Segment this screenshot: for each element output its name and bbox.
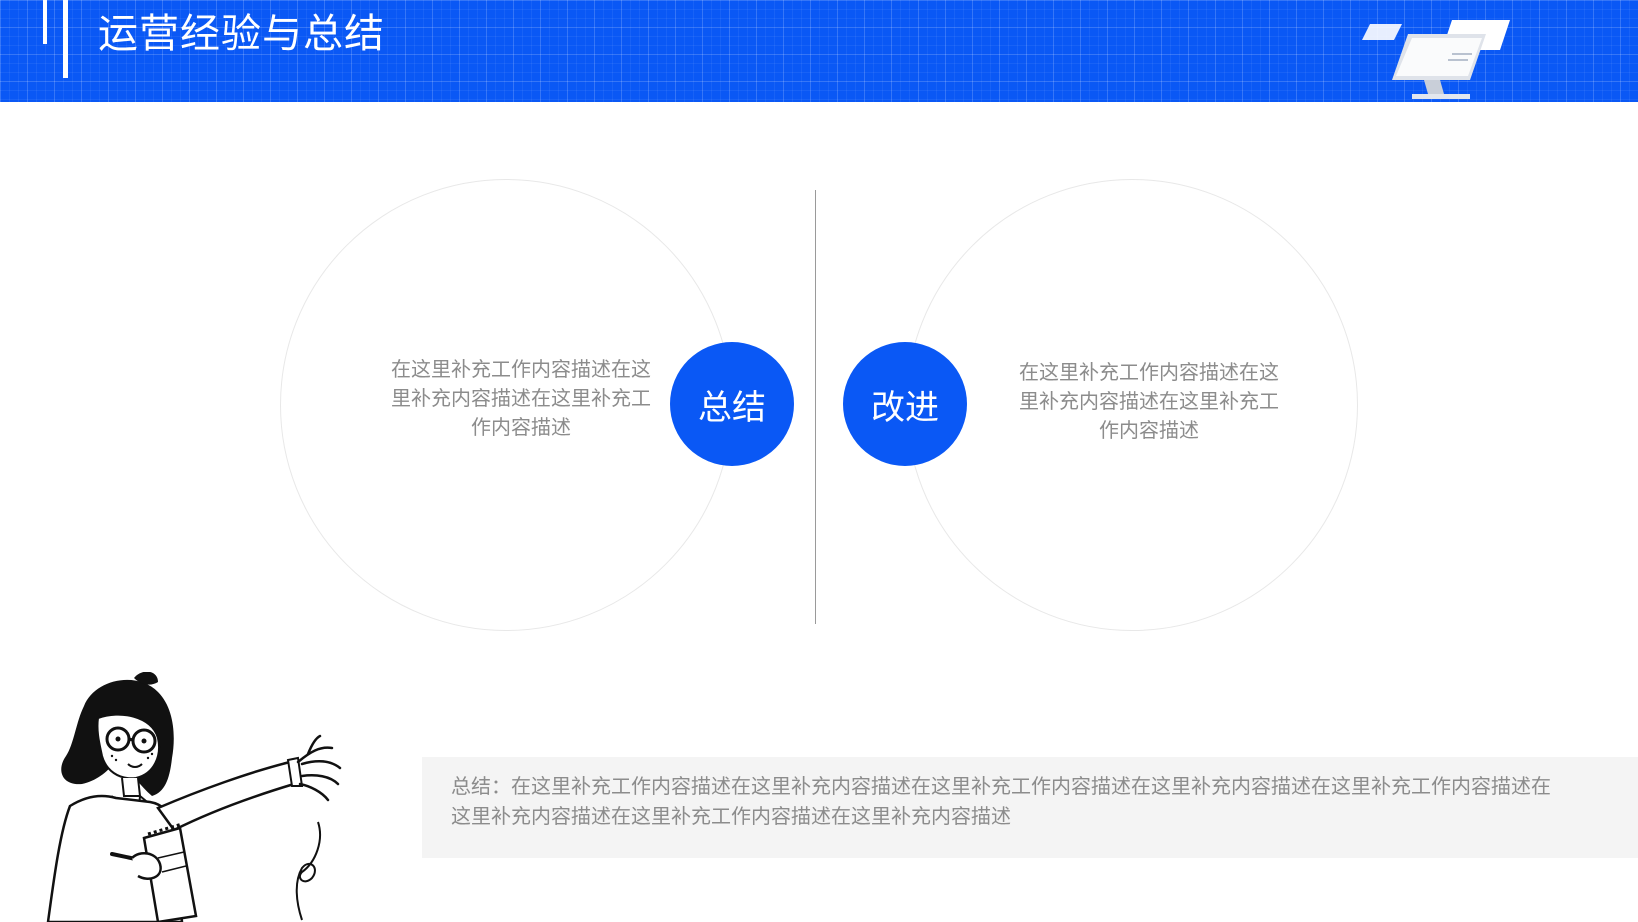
header-accent-bar — [63, 0, 68, 78]
center-divider — [815, 190, 816, 624]
header-accent-bar — [43, 0, 47, 44]
woman-pointing-illustration — [46, 672, 342, 922]
header-banner: 运营经验与总结 — [0, 0, 1638, 102]
improvement-badge: 改进 — [843, 342, 967, 466]
page-title: 运营经验与总结 — [98, 11, 385, 57]
summary-badge: 总结 — [670, 342, 794, 466]
computer-monitor-icon — [1362, 20, 1510, 99]
summary-description: 在这里补充工作内容描述在这里补充内容描述在这里补充工作内容描述 — [391, 357, 651, 439]
summary-text: 总结：在这里补充工作内容描述在这里补充内容描述在这里补充工作内容描述在这里补充内… — [451, 774, 1551, 828]
summary-panel: 总结：在这里补充工作内容描述在这里补充内容描述在这里补充工作内容描述在这里补充内… — [422, 757, 1638, 858]
improvement-description: 在这里补充工作内容描述在这里补充内容描述在这里补充工作内容描述 — [1019, 360, 1279, 442]
